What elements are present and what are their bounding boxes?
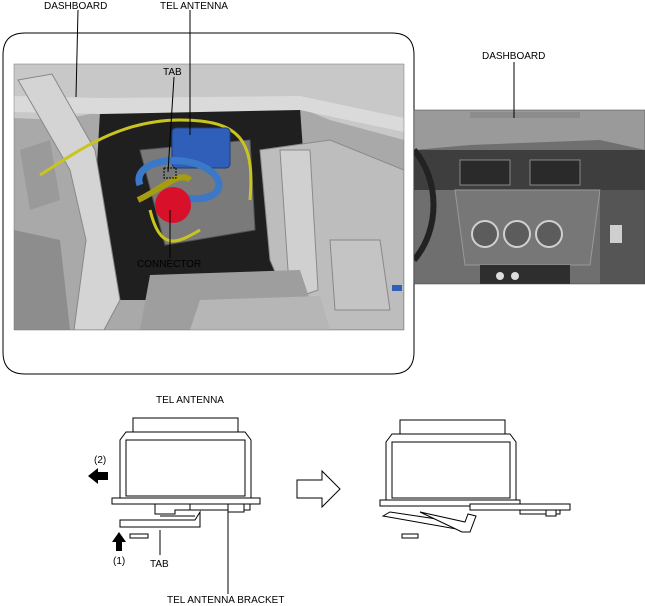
label-tel-antenna-bracket: TEL ANTENNA BRACKET	[167, 595, 284, 606]
label-step-1: (1)	[113, 556, 125, 567]
label-dashboard-right: DASHBOARD	[482, 51, 545, 62]
arrow-up-icon	[112, 532, 126, 551]
dashboard-photo	[413, 109, 645, 285]
antenna-removal-after	[379, 419, 571, 539]
label-dashboard-top: DASHBOARD	[44, 1, 107, 12]
arrow-left-icon	[88, 468, 108, 484]
label-tel-antenna-bottom: TEL ANTENNA	[156, 395, 224, 406]
label-connector: CONNECTOR	[137, 259, 201, 270]
detail-view	[2, 32, 415, 375]
next-step-arrow-icon	[296, 469, 341, 509]
label-tab-bottom: TAB	[150, 559, 169, 570]
label-step-2: (2)	[94, 455, 106, 466]
label-tel-antenna-top: TEL ANTENNA	[160, 1, 228, 12]
label-tab-top: TAB	[163, 67, 182, 78]
antenna-removal-before	[111, 417, 261, 539]
detail-photo	[14, 64, 404, 330]
